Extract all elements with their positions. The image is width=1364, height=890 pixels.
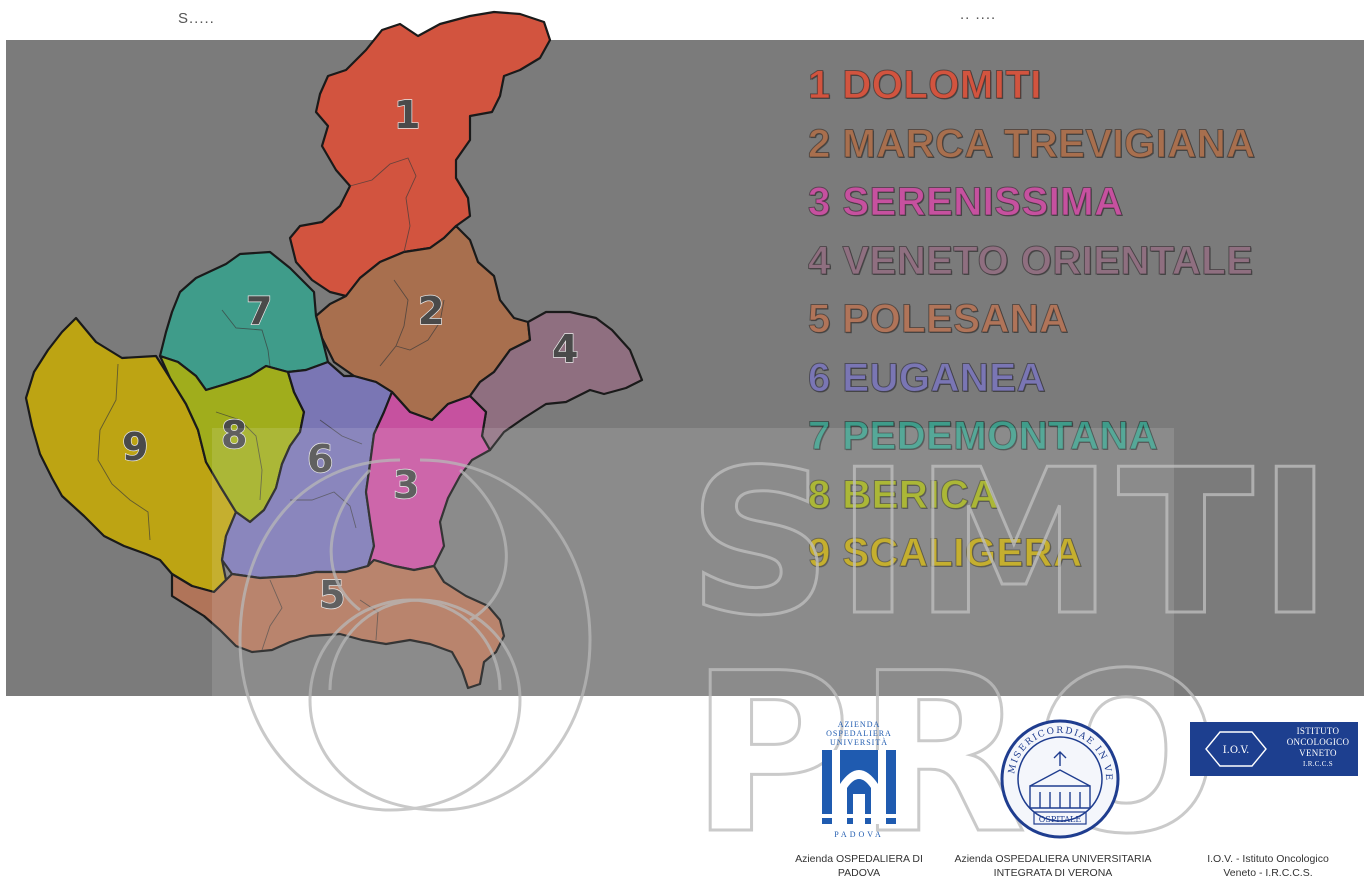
legend-item-4: 4 VENETO ORIENTALE: [808, 238, 1254, 283]
iov-caption-line2: Veneto - I.R.C.C.S.: [1223, 867, 1313, 879]
region-number-8: 8: [221, 413, 247, 457]
iov-title: ISTITUTO ONCOLOGICO VENETO I.R.C.C.S: [1278, 726, 1358, 770]
iov-title-line4: I.R.C.C.S: [1303, 760, 1333, 768]
padova-arch-icon: [822, 750, 896, 824]
region-number-2: 2: [418, 289, 444, 333]
legend-item-8: 8 BERICA: [808, 472, 999, 517]
verona-caption: Azienda OSPEDALIERA UNIVERSITARIA INTEGR…: [946, 852, 1160, 880]
iov-title-line2: ONCOLOGICO: [1286, 737, 1350, 747]
legend-item-6: 6 EUGANEA: [808, 355, 1046, 400]
region-number-5: 5: [319, 573, 345, 617]
padova-logo-bottom-text: PADOVA: [834, 830, 884, 839]
verona-seal-text-bottom: OSPITALE: [1039, 815, 1082, 824]
legend-item-2: 2 MARCA TREVIGIANA: [808, 121, 1256, 166]
region-4-veneto-orientale: [468, 310, 644, 452]
region-number-6: 6: [307, 437, 333, 481]
padova-logo-top-text: AZIENDA OSPEDALIERA UNIVERSITÀ: [826, 720, 892, 747]
header-left-label: S.....: [178, 10, 215, 27]
legend-item-7: 7 PEDEMONTANA: [808, 414, 1159, 459]
iov-caption: I.O.V. - Istituto Oncologico Veneto - I.…: [1178, 852, 1358, 880]
legend-item-5: 5 POLESANA: [808, 297, 1069, 342]
region-number-1: 1: [394, 93, 420, 137]
region-number-7: 7: [246, 289, 272, 333]
verona-caption-line2: INTEGRATA DI VERONA: [993, 867, 1113, 879]
header-right-label: .. ....: [960, 6, 997, 23]
iov-caption-line1: I.O.V. - Istituto Oncologico: [1207, 853, 1329, 865]
padova-caption-line1: Azienda OSPEDALIERA DI: [795, 853, 923, 865]
iov-title-line1: ISTITUTO: [1296, 726, 1340, 736]
region-legend: 1 DOLOMITI 2 MARCA TREVIGIANA 3 SERENISS…: [808, 56, 1328, 583]
region-3-serenissima: [364, 390, 492, 572]
padova-caption: Azienda OSPEDALIERA DI PADOVA: [778, 852, 940, 880]
legend-item-9: 9 SCALIGERA: [808, 531, 1083, 576]
region-number-3: 3: [393, 463, 419, 507]
legend-item-3: 3 SERENISSIMA: [808, 180, 1124, 225]
iov-logo-box: [1190, 722, 1358, 776]
iov-badge-icon: I.O.V.: [1205, 731, 1267, 767]
region-number-9: 9: [122, 425, 148, 469]
legend-item-1: 1 DOLOMITI: [808, 63, 1042, 108]
verona-seal-icon: MISERICORDIAE IN VERONA OSPITALE: [1000, 718, 1120, 839]
verona-caption-line1: Azienda OSPEDALIERA UNIVERSITARIA: [954, 853, 1152, 865]
padova-caption-line2: PADOVA: [837, 867, 881, 879]
iov-badge-text: I.O.V.: [1223, 745, 1250, 756]
iov-title-line3: VENETO: [1299, 748, 1337, 758]
region-number-4: 4: [552, 327, 578, 371]
